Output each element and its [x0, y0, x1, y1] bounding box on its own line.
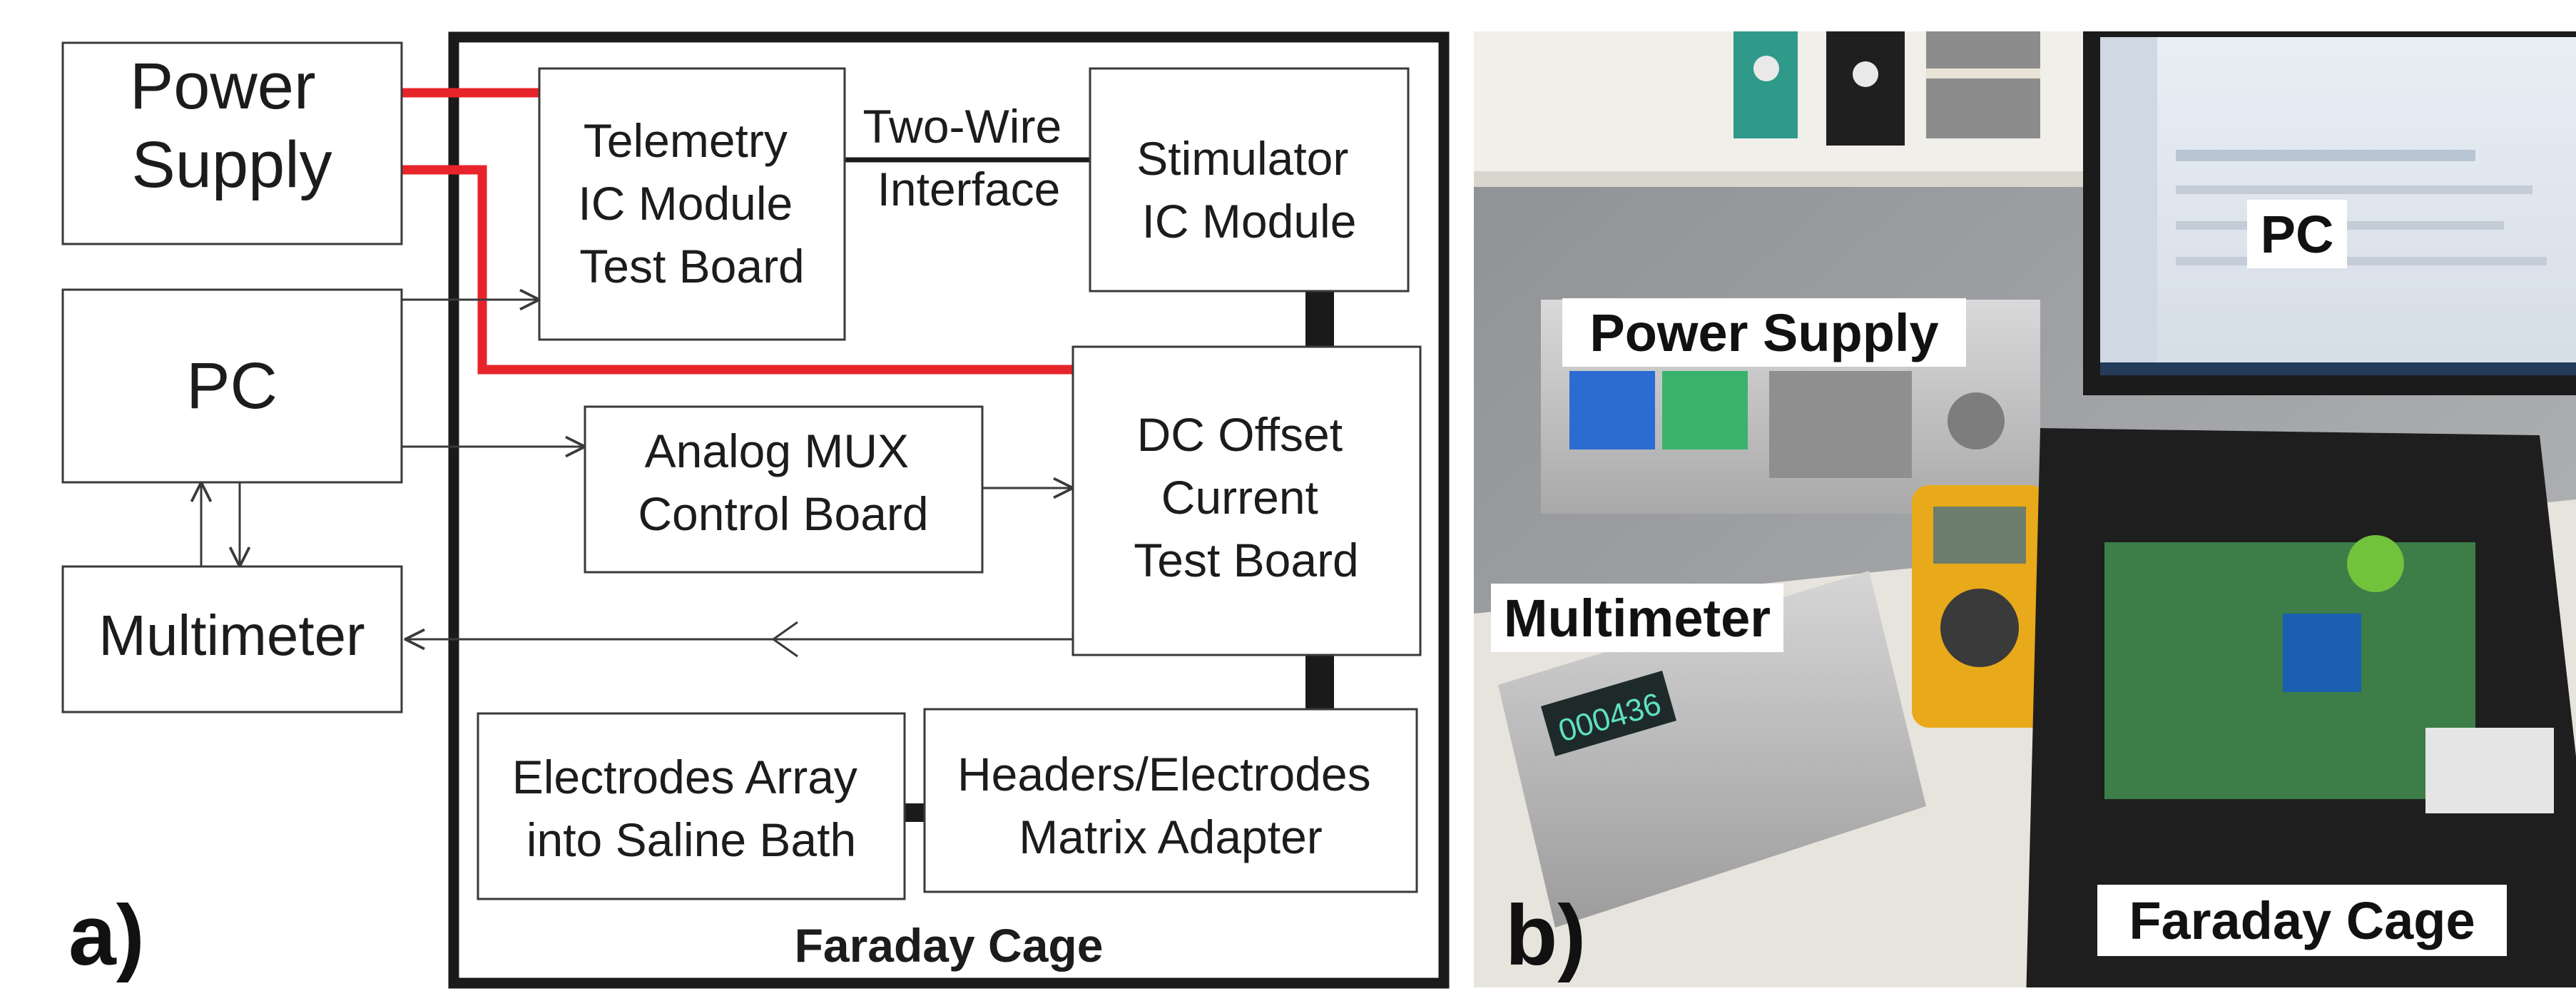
panel-a-label: a): [68, 888, 145, 983]
monitor-taskbar: [2100, 362, 2576, 375]
binder-ring-teal: [1753, 56, 1779, 81]
tag-multimeter-bg: [1491, 584, 1783, 652]
monitor-window-d: [2176, 257, 2547, 265]
bus-stimulator-to-dc: [1305, 291, 1334, 347]
monitor-sidebar: [2100, 37, 2157, 372]
stimulator-label: Stimulator IC Module: [1136, 132, 1361, 248]
analog-mux-label: Analog MUX Control Board: [638, 425, 928, 540]
electrodes-box: [477, 712, 906, 900]
binder-ring-black: [1853, 61, 1878, 87]
binder-black: [1826, 31, 1905, 146]
power-supply-display-1: [1569, 371, 1655, 449]
benchtop-multimeter-display: [1541, 671, 1676, 756]
monitor-window-a: [2176, 150, 2475, 161]
binder-grey: [1926, 31, 2040, 138]
panel-b-label: b): [1505, 888, 1586, 983]
binder-stripe: [1926, 68, 2040, 78]
power-supply-display-2: [1662, 371, 1748, 449]
stimulator-box: [1089, 67, 1410, 293]
green-capacitor-photo: [2347, 535, 2404, 592]
analog-mux-box: [584, 405, 984, 574]
binder-teal: [1734, 31, 1798, 138]
white-adapter-photo: [2425, 728, 2554, 813]
bus-electrodes-to-headers: [905, 803, 925, 822]
dc-to-multimeter-mid-arrowhead: [771, 621, 798, 658]
power-supply-keypad: [1769, 371, 1912, 478]
monitor-window-b: [2176, 186, 2532, 194]
telemetry-box: [538, 67, 846, 341]
power-wire-to-dc-offset: [402, 165, 1073, 375]
tag-power-supply-bg: [1562, 298, 1966, 367]
faraday-cage-label: Faraday Cage: [795, 919, 1104, 972]
power-supply-box: [61, 41, 403, 245]
headers-adapter-label: Headers/Electrodes Matrix Adapter: [957, 748, 1384, 863]
headers-adapter-box: [923, 708, 1418, 893]
telemetry-label: Telemetry IC Module Test Board: [578, 114, 805, 293]
pc-label: PC: [186, 350, 278, 422]
handheld-multimeter-display: [1933, 507, 2026, 564]
dc-offset-label: DC Offset Current Test Board: [1134, 408, 1359, 586]
tag-faraday-cage-bg: [2097, 885, 2507, 956]
electrodes-label: Electrodes Array into Saline Bath: [512, 751, 871, 866]
panel-a-block-diagram: Faraday Cage Power Supply PC Multimeter …: [61, 31, 1450, 989]
pc-box: [61, 288, 403, 484]
tag-power-supply: Power Supply: [1589, 303, 1938, 362]
handheld-multimeter-dial: [1940, 589, 2019, 667]
dc-offset-box: [1071, 345, 1422, 656]
chip-socket-photo: [2283, 614, 2361, 692]
tag-pc-bg: [2247, 200, 2347, 268]
faraday-cage-border: [448, 31, 1450, 989]
bus-dc-to-headers: [1305, 655, 1334, 709]
tag-faraday-cage: Faraday Cage: [2129, 891, 2475, 950]
photo-shelf-edge: [1474, 171, 2116, 187]
benchtop-multimeter: [1498, 571, 1926, 928]
power-supply-label: Power Supply: [130, 50, 334, 201]
tag-multimeter: Multimeter: [1504, 589, 1771, 648]
two-wire-label: Two-Wire Interface: [862, 100, 1074, 215]
panel-b-photo: 000436 PC Power Supply Multimeter Farada…: [1474, 31, 2576, 987]
power-supply-knob: [1948, 392, 2005, 449]
multimeter-label: Multimeter: [98, 604, 365, 667]
tag-pc: PC: [2261, 205, 2334, 264]
multimeter-box: [61, 565, 403, 713]
